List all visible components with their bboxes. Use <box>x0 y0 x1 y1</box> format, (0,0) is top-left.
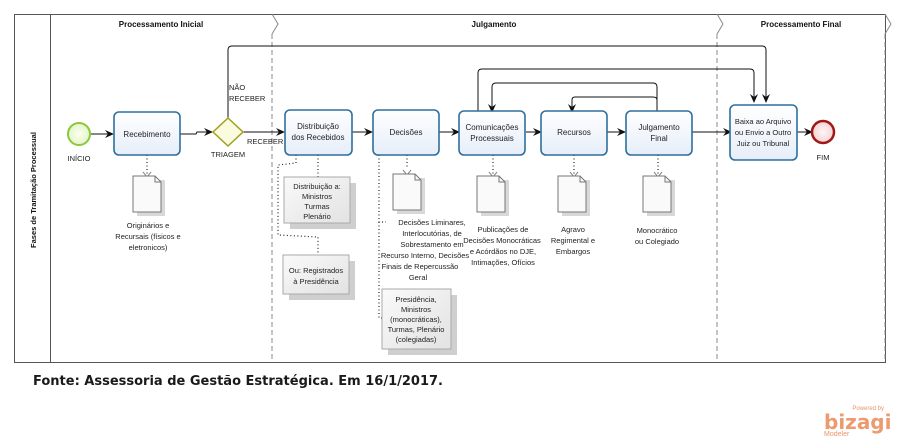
bizagi-logo: bizagi <box>824 410 892 434</box>
annotation-line: Presidência, <box>395 295 436 304</box>
task-label: Distribuição <box>297 122 339 131</box>
document-label-publicacoes: Publicações de Decisões Monocráticas e A… <box>463 225 541 267</box>
phase-header-final: Processamento Final <box>761 20 841 29</box>
annotation-line: à Presidência <box>293 277 339 286</box>
start-event[interactable] <box>67 122 91 146</box>
phase-header-initial: Processamento Inicial <box>119 20 203 29</box>
document-label-line: Geral <box>409 273 428 282</box>
document-label-line: Originários e <box>127 221 170 230</box>
task-label: Decisões <box>390 128 423 137</box>
document-label-line: e Acórdãos no DJE, <box>470 247 536 256</box>
task-decisoes[interactable]: Decisões <box>372 109 440 156</box>
task-baixa-arquivo[interactable]: Baixa ao Arquivo ou Envio a Outro Juiz o… <box>729 104 798 161</box>
task-julgamento-final[interactable]: Julgamento Final <box>625 110 693 156</box>
task-label: Recursos <box>557 128 591 137</box>
document-label-originarios: Originários e Recursais (físicos e eletr… <box>115 221 180 252</box>
source-caption: Fonte: Assessoria de Gestão Estratégica.… <box>33 374 443 389</box>
document-label-line: Recurso Interno, Decisões <box>381 251 470 260</box>
document-icon[interactable] <box>392 173 425 214</box>
gateway-yes-label: RECEBER <box>247 137 284 146</box>
document-label-line: Intimações, Ofícios <box>471 258 535 267</box>
annotation-distribuicao[interactable]: Distribuição a: Ministros Turmas Plenári… <box>283 176 356 229</box>
document-label-line: Embargos <box>556 247 590 256</box>
document-label-line: Decisões Liminares, <box>398 218 466 227</box>
task-recebimento[interactable]: Recebimento <box>113 111 181 156</box>
sequence-flows <box>91 45 813 138</box>
task-label: Recebimento <box>123 130 171 139</box>
gateway-label: TRIAGEM <box>211 150 245 159</box>
pool-label: Fases de Tramitação Processual <box>29 132 38 248</box>
document-label-line: eletronicos) <box>129 243 168 252</box>
task-distribuicao[interactable]: Distribuição dos Recebidos <box>284 109 353 156</box>
document-icon[interactable] <box>476 175 509 216</box>
start-event-label: INÍCIO <box>68 154 91 163</box>
annotation-line: Ministros <box>401 305 431 314</box>
document-label-agravo: Agravo Regimental e Embargos <box>551 225 595 256</box>
bizagi-branding: Powered by bizagi Modeler <box>820 406 892 440</box>
document-label-line: Monocrático <box>637 226 678 235</box>
task-label: Baixa ao Arquivo <box>735 117 791 126</box>
document-icon[interactable] <box>557 175 590 216</box>
task-label: Final <box>650 134 668 143</box>
annotation-presidencia[interactable]: Presidência, Ministros (monocráticas), T… <box>381 288 457 355</box>
document-label-decisoes: Decisões Liminares, Interlocutórias, de … <box>381 218 470 282</box>
document-label-line: Interlocutórias, de <box>402 229 462 238</box>
document-label-line: Agravo <box>561 225 585 234</box>
phase-separators <box>271 13 892 362</box>
task-label: Julgamento <box>638 123 680 132</box>
document-label-line: ou Colegiado <box>635 237 679 246</box>
annotation-line: Ou: Registrados <box>289 266 343 275</box>
gateway-no-label-1: NÃO <box>229 83 245 92</box>
annotation-line: Turmas <box>304 202 329 211</box>
document-label-line: Recursais (físicos e <box>115 232 180 241</box>
task-recursos[interactable]: Recursos <box>540 110 608 156</box>
task-label: Processuais <box>470 134 514 143</box>
document-label-monocratico: Monocrático ou Colegiado <box>635 226 679 246</box>
document-label-line: Decisões Monocráticas <box>463 236 541 245</box>
phase-header-judgment: Julgamento <box>472 20 517 29</box>
task-comunicacoes[interactable]: Comunicações Processuais <box>458 110 526 156</box>
annotation-line: Turmas, Plenário <box>388 325 445 334</box>
task-label: Comunicações <box>466 123 519 132</box>
document-label-line: Publicações de <box>478 225 529 234</box>
modeler-label: Modeler <box>824 431 850 438</box>
document-label-line: Finais de Repercussão <box>382 262 459 271</box>
annotation-line: Ministros <box>302 192 332 201</box>
document-icon[interactable] <box>642 175 675 216</box>
task-label: Juiz ou Tribunal <box>737 139 790 148</box>
annotation-line: (colegiadas) <box>396 335 437 344</box>
annotation-line: Distribuição a: <box>293 182 341 191</box>
end-event[interactable] <box>810 119 836 145</box>
document-label-line: Regimental e <box>551 236 595 245</box>
gateway-no-label-2: RECEBER <box>229 94 266 103</box>
task-label: dos Recebidos <box>292 133 345 142</box>
annotation-line: Plenário <box>303 212 331 221</box>
document-icon[interactable] <box>132 175 165 216</box>
annotation-line: (monocráticas), <box>390 315 442 324</box>
document-label-line: Sobrestamento em <box>400 240 463 249</box>
powered-by-label: Powered by <box>852 406 884 412</box>
associations <box>146 155 659 319</box>
annotation-registrados[interactable]: Ou: Registrados à Presidência <box>282 254 355 300</box>
end-event-label: FIM <box>817 153 830 162</box>
gateway-triagem[interactable] <box>211 116 245 148</box>
task-label: ou Envio a Outro <box>735 128 791 137</box>
